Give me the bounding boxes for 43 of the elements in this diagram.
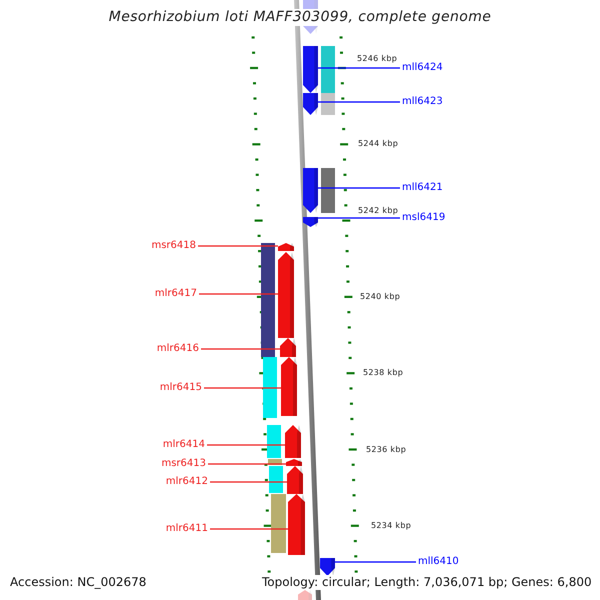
leader-line xyxy=(201,348,280,350)
leader-line xyxy=(207,444,285,446)
gene-label: mll6423 xyxy=(402,96,443,108)
leader-line xyxy=(210,528,288,530)
gene-block xyxy=(303,168,318,213)
scale-label: 5236 kbp xyxy=(366,445,406,455)
gene-label: mll6424 xyxy=(402,62,443,74)
scale-label: 5234 kbp xyxy=(371,521,412,531)
scale-label: 5238 kbp xyxy=(363,368,404,378)
gene-label: mlr6411 xyxy=(166,523,208,535)
gene-label: mlr6417 xyxy=(154,288,197,300)
gene-block xyxy=(286,459,302,466)
gene-label: mlr6412 xyxy=(166,476,208,488)
gene-block xyxy=(278,243,294,251)
gene-label: mll6421 xyxy=(402,182,443,194)
gene-label: mll6410 xyxy=(418,556,459,568)
leader-line xyxy=(199,293,278,295)
gene-label: mlr6415 xyxy=(160,382,202,394)
gene-block xyxy=(303,217,318,227)
title: Mesorhizobium loti MAFF303099, complete genome xyxy=(106,9,494,26)
gene-label: msr6413 xyxy=(161,458,206,470)
leader-line xyxy=(208,463,286,465)
scale-label: 5246 kbp xyxy=(357,54,398,64)
leader-line xyxy=(210,481,287,483)
leader-line xyxy=(318,101,400,103)
gene-label: mlr6414 xyxy=(162,439,205,451)
accession-text: Accession: NC_002678 xyxy=(10,575,146,590)
gene-block xyxy=(320,558,335,576)
leader-line xyxy=(318,217,400,219)
gene-label: mlr6416 xyxy=(156,343,199,355)
gene-block xyxy=(280,338,296,357)
gene-block xyxy=(298,590,312,600)
leader-line xyxy=(335,561,416,563)
gene-label: msl6419 xyxy=(402,212,446,224)
leader-line xyxy=(318,67,400,69)
scale-label: 5242 kbp xyxy=(358,206,398,216)
leader-line xyxy=(204,387,281,389)
scale-label: 5244 kbp xyxy=(358,139,398,149)
genome-info-text: Topology: circular; Length: 7,036,071 bp; Genes: 6,800 xyxy=(262,575,592,590)
gene-block xyxy=(303,93,318,115)
leader-line xyxy=(318,187,400,189)
gene-label: msr6418 xyxy=(151,240,196,252)
scale-label: 5240 kbp xyxy=(360,292,400,302)
